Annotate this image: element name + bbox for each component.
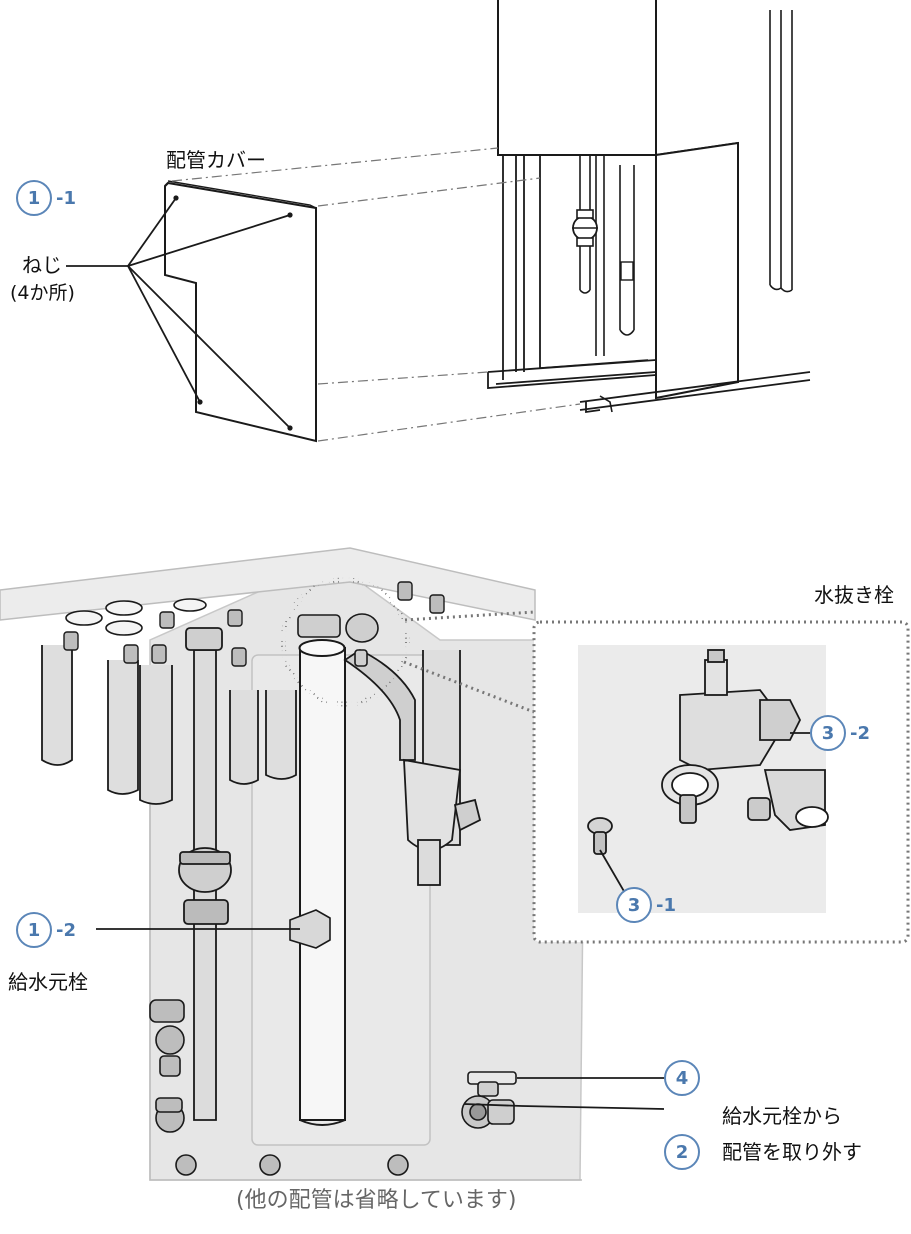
pipe-valve-left — [579, 155, 591, 294]
step-number: 3 — [810, 715, 846, 751]
step-suffix: -1 — [656, 894, 676, 916]
step2-label-line2: 配管を取り外す — [722, 1140, 862, 1164]
left-side-fittings — [149, 999, 409, 1176]
step-badge-4: 4 — [664, 1060, 700, 1096]
step-suffix: -1 — [56, 187, 76, 209]
floor-rail — [579, 371, 811, 414]
step-number: 1 — [16, 180, 52, 216]
step-suffix: -2 — [56, 919, 76, 941]
step2-label-line1: 給水元栓から — [722, 1104, 842, 1128]
supply-valve-label: 給水元栓 — [8, 970, 88, 994]
bottom-illustration — [0, 547, 910, 1181]
pipe-cover-label: 配管カバー — [166, 148, 266, 172]
unit-side-panel — [655, 141, 739, 400]
step-number: 1 — [16, 912, 52, 948]
base-rail — [487, 359, 657, 389]
step-suffix: -2 — [850, 722, 870, 744]
wall-pipes — [769, 10, 793, 293]
step-badge-1-1: 1 -1 — [16, 180, 76, 216]
inset-drain-valve — [587, 649, 829, 855]
supply-pipe-center — [298, 639, 346, 1126]
supply-valve-handle — [289, 909, 331, 949]
pipe-cover-panel — [164, 181, 317, 443]
step-badge-3-2: 3 -2 — [810, 715, 870, 751]
supply-valve-right — [461, 1071, 517, 1129]
top-illustration — [66, 0, 811, 443]
unit-upper-body — [497, 0, 657, 156]
frame-post-left — [502, 155, 541, 380]
step-number: 2 — [664, 1134, 700, 1170]
screws-count-label: (4か所) — [10, 282, 75, 304]
step-number: 4 — [664, 1060, 700, 1096]
step-number: 3 — [616, 887, 652, 923]
supply-pipe-left — [178, 627, 232, 1121]
drain-plug-label: 水抜き栓 — [814, 583, 894, 607]
step-badge-1-2: 1 -2 — [16, 912, 76, 948]
step-badge-3-1: 3 -1 — [616, 887, 676, 923]
magnify-circle — [280, 577, 410, 707]
screws-label: ねじ — [22, 253, 62, 277]
pipe-right-inner — [619, 165, 635, 336]
figure-caption: (他の配管は省略しています) — [236, 1188, 517, 1213]
step-badge-2: 2 — [664, 1134, 700, 1170]
